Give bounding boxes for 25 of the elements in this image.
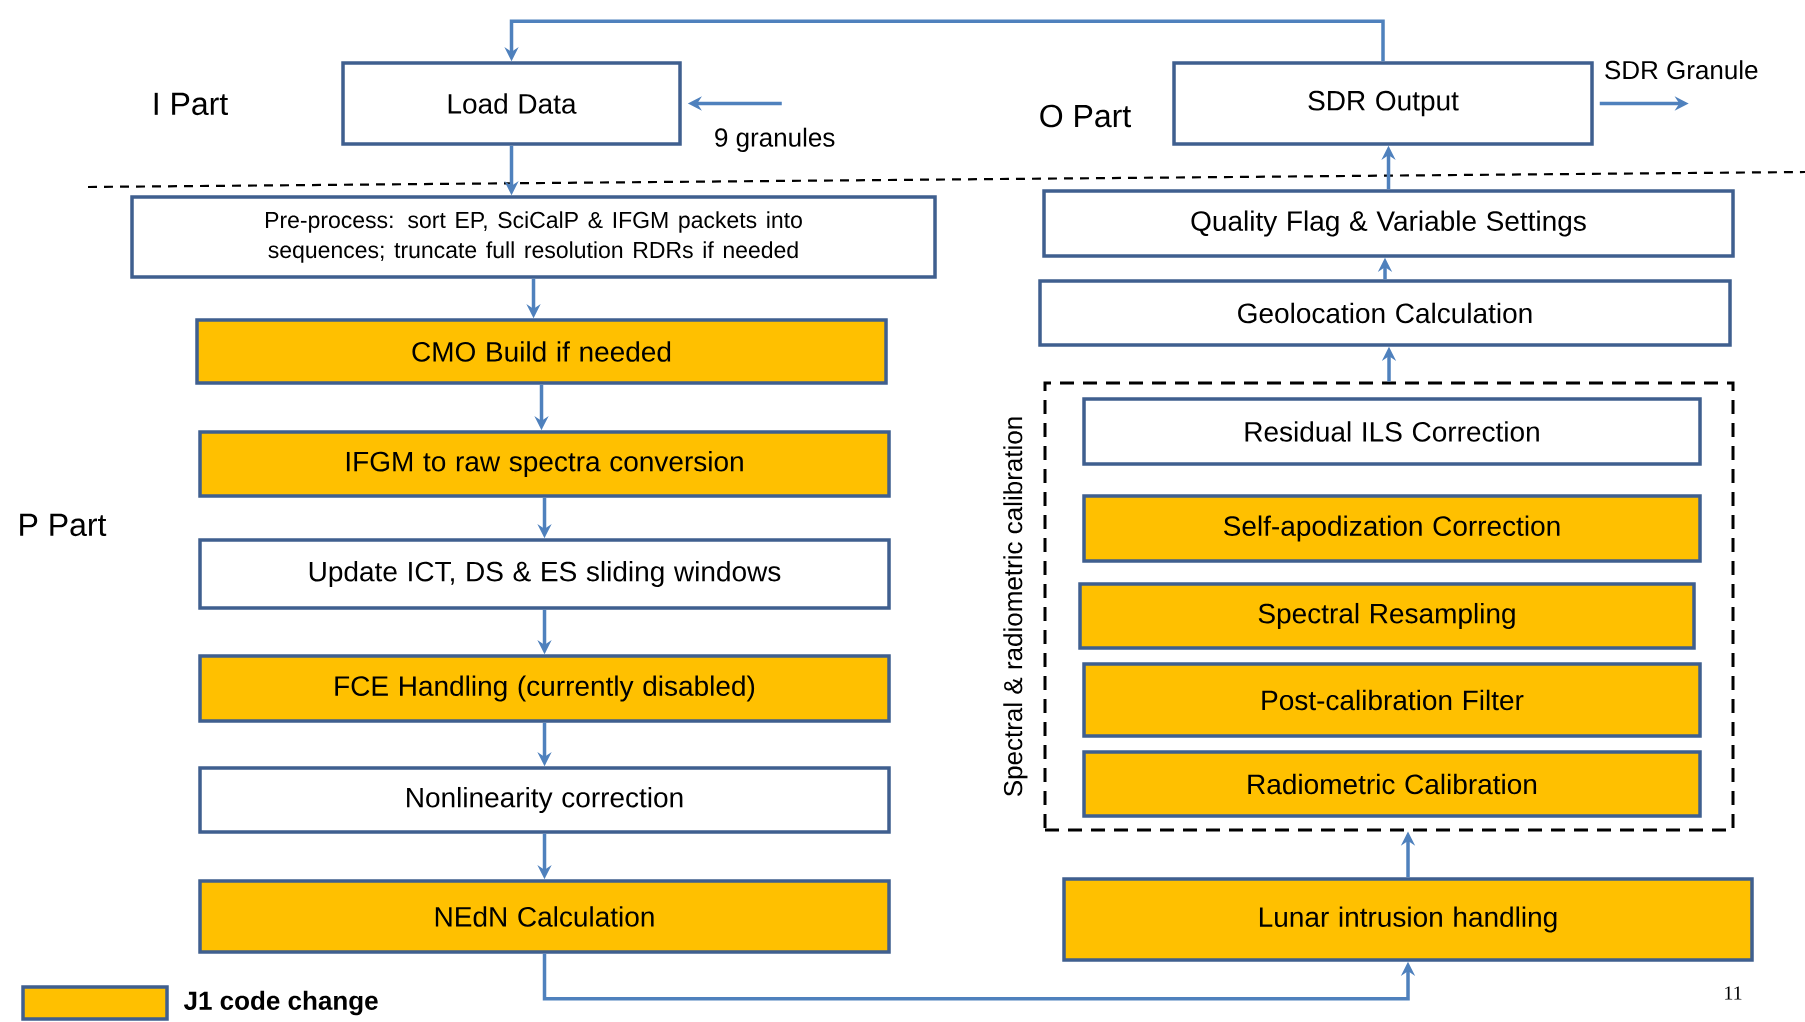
process-box: Radiometric Calibration <box>1082 750 1702 818</box>
section-label: I Part <box>154 92 228 116</box>
process-box: Load Data <box>341 61 682 146</box>
process-box: Spectral Resampling <box>1078 582 1696 650</box>
process-box: IFGM to raw spectra conversion <box>198 430 891 498</box>
process-box: Update ICT, DS & ES sliding windows <box>198 538 891 610</box>
process-box: Post-calibration Filter <box>1082 662 1702 738</box>
process-box: CMO Build if needed <box>195 318 888 385</box>
process-box: Geolocation Calculation <box>1038 279 1732 347</box>
node-label: Spectral & radiometric calibration <box>1003 417 1028 797</box>
section-label: P Part <box>20 513 107 537</box>
legend-label: J1 code change <box>183 990 378 1016</box>
process-box: FCE Handling (currently disabled) <box>198 654 891 723</box>
process-box: Nonlinearity correction <box>198 766 891 834</box>
process-box: Lunar intrusion handling <box>1062 877 1754 962</box>
edge-label: SDR Granule <box>1601 58 1761 82</box>
process-box: Self-apodization Correction <box>1082 494 1702 563</box>
section-label: O Part <box>1040 104 1131 128</box>
page-number: 11 <box>1725 986 1742 1000</box>
process-box: Residual ILS Correction <box>1082 397 1702 466</box>
process-box: Pre-process: sort EP, SciCalP & IFGM packets into sequences; truncate full resolution RDRs if needed <box>130 195 937 279</box>
process-box: Quality Flag & Variable Settings <box>1042 189 1735 258</box>
process-box: SDR Output <box>1172 61 1594 146</box>
process-box: NEdN Calculation <box>198 879 891 954</box>
edge-label: 9 granules <box>711 125 838 154</box>
